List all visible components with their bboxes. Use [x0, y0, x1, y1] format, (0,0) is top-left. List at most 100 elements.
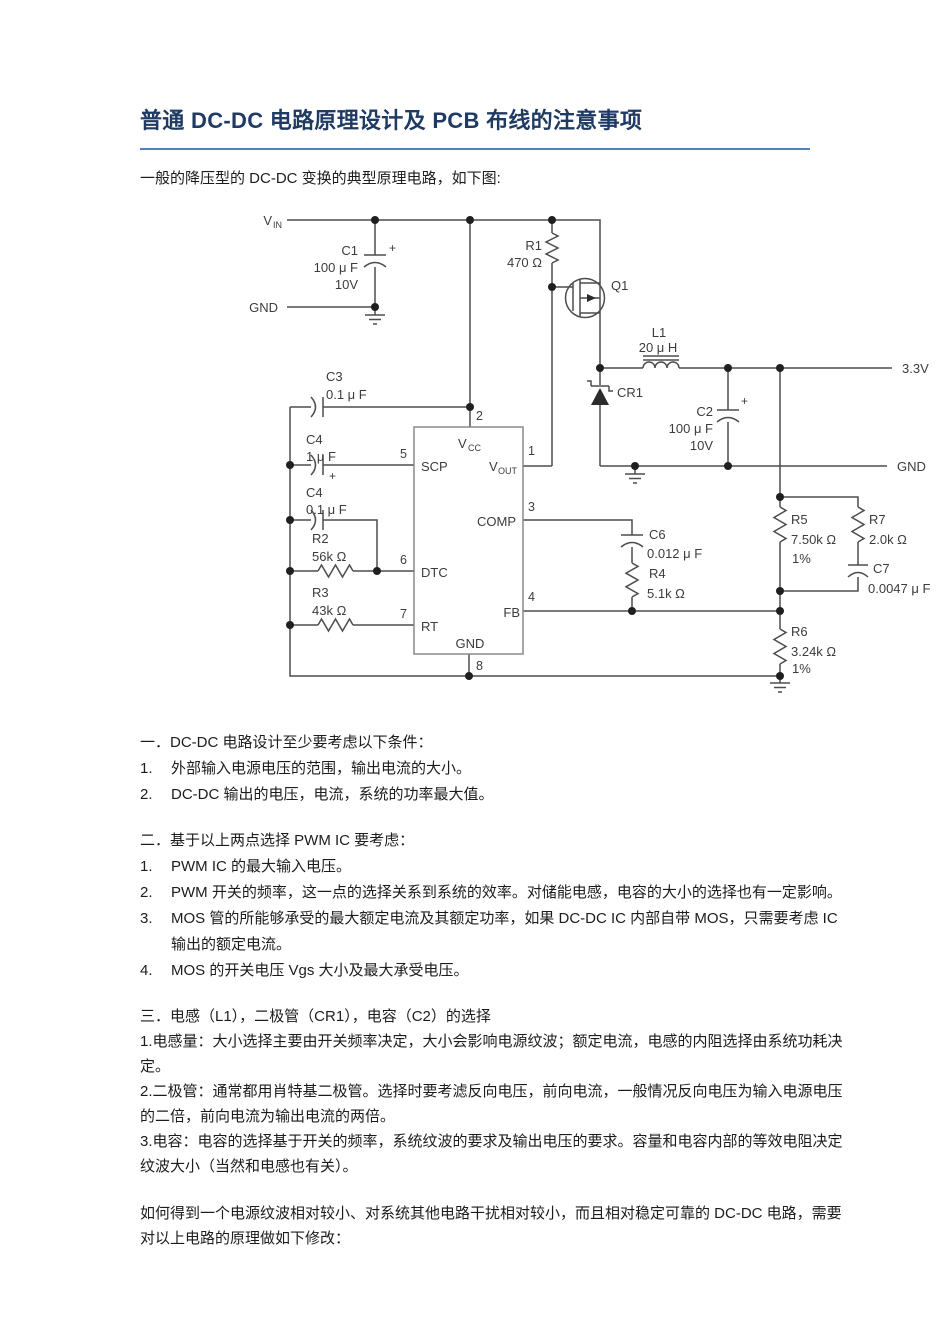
item-text: 外部输入电源电压的范围，输出电流的大小。	[171, 760, 472, 777]
wire-r1-gate	[523, 220, 573, 467]
r5-value: 7.50k Ω	[791, 532, 836, 547]
r6-tolerance: 1%	[792, 661, 811, 676]
intro-paragraph: 一般的降压型的 DC-DC 变换的典型原理电路，如下图:	[140, 170, 501, 187]
resistor-r1-symbol	[544, 232, 560, 264]
resistor-r2-symbol	[317, 563, 354, 579]
vin-label-sub: IN	[273, 220, 282, 230]
r4-name: R4	[649, 566, 666, 581]
mosfet-q1-symbol	[564, 277, 606, 319]
wire-r7c7-branch	[780, 496, 859, 592]
document-page: 普通 DC-DC 电路原理设计及 PCB 布线的注意事项 一般的降压型的 DC-…	[140, 0, 930, 1266]
diode-cr1-symbol	[587, 380, 613, 405]
pin-number-6: 6	[400, 553, 407, 567]
wire-vin-rail	[287, 219, 601, 368]
dcdc-schematic-figure: V IN GND 3.3V GND C1 100 μ F 10V + R1 47…	[0, 205, 950, 710]
section-1: 一．DC-DC 电路设计至少要考虑以下条件： 1. 外部输入电源电压的范围，输出…	[140, 730, 846, 808]
list-item: 4. MOS 的开关电压 Vgs 大小及最大承受电压。	[140, 958, 846, 984]
component-labels: C1 100 μ F 10V + R1 470 Ω Q1 L1 20 μ H C…	[306, 238, 930, 676]
r3-value: 43k Ω	[312, 603, 347, 618]
ic-pin-scp: SCP	[421, 459, 448, 474]
c4a-value: 1 μ F	[306, 449, 336, 464]
c2-voltage: 10V	[690, 438, 713, 453]
ic-pin-labels: V CC SCP DTC RT V OUT COMP FB GND	[421, 436, 520, 651]
c4b-value: 0.1 μ F	[306, 502, 347, 517]
item-number: 2.	[140, 786, 153, 803]
c1-value: 100 μ F	[314, 260, 358, 275]
item-number: 2.	[140, 884, 153, 901]
item-text: MOS 的开关电压 Vgs 大小及最大承受电压。	[171, 962, 469, 979]
closing-paragraph: 如何得到一个电源纹波相对较小、对系统其他电路干扰相对较小，而且相对稳定可靠的 D…	[140, 1205, 842, 1247]
c2-polarity: +	[741, 394, 748, 408]
section-3-heading: 三．电感（L1），二极管（CR1），电容（C2）的选择	[140, 1008, 491, 1025]
r6-name: R6	[791, 624, 808, 639]
pin-number-1: 1	[528, 444, 535, 458]
pin-number-4: 4	[528, 590, 535, 604]
r6-value: 3.24k Ω	[791, 644, 836, 659]
section-3-paragraph: 1.电感量：大小选择主要由开关频率决定，大小会影响电源纹波；额定电流，电感的内阻…	[140, 1033, 843, 1075]
r2-name: R2	[312, 531, 329, 546]
r7-name: R7	[869, 512, 886, 527]
l1-name: L1	[652, 325, 666, 340]
capacitor-c7-symbol	[847, 564, 869, 578]
ic-pin-fb: FB	[503, 605, 520, 620]
components	[310, 232, 869, 693]
item-number: 1.	[140, 760, 153, 777]
cr1-name: CR1	[617, 385, 643, 400]
item-text: PWM 开关的频率，这一点的选择关系到系统的效率。对储能电感，电容的大小的选择也…	[171, 884, 842, 901]
r5-tolerance: 1%	[792, 551, 811, 566]
section-2: 二．基于以上两点选择 PWM IC 要考虑： 1. PWM IC 的最大输入电压…	[140, 828, 846, 984]
wire-c1-branch	[287, 220, 376, 308]
schematic-svg: V IN GND 3.3V GND C1 100 μ F 10V + R1 47…	[249, 213, 930, 693]
capacitor-c1-symbol	[363, 254, 387, 268]
resistor-r3-symbol	[317, 617, 354, 633]
capacitor-c6-symbol	[620, 534, 644, 548]
gnd-out-label: GND	[897, 459, 926, 474]
pin-number-2: 2	[476, 409, 483, 423]
r1-value: 470 Ω	[507, 255, 542, 270]
r1-name: R1	[525, 238, 542, 253]
c6-value: 0.012 μ F	[647, 546, 702, 561]
c4b-name: C4	[306, 485, 323, 500]
item-number: 4.	[140, 962, 153, 979]
title-underline	[140, 148, 810, 150]
rail-33v-label: 3.3V	[902, 361, 929, 376]
capacitor-c4a-symbol	[310, 454, 324, 476]
section-1-heading: 一．DC-DC 电路设计至少要考虑以下条件：	[140, 734, 433, 751]
c7-value: 0.0047 μ F	[868, 581, 930, 596]
c3-value: 0.1 μ F	[326, 387, 367, 402]
item-text: DC-DC 输出的电压，电流，系统的功率最大值。	[171, 786, 494, 803]
r3-name: R3	[312, 585, 329, 600]
r7-value: 2.0k Ω	[869, 532, 907, 547]
ic-pin-vcc: V	[458, 436, 467, 451]
c2-name: C2	[696, 404, 713, 419]
resistor-r6-symbol	[772, 628, 788, 665]
capacitor-c2-symbol	[716, 409, 740, 423]
capacitor-c3-symbol	[310, 396, 324, 418]
c4a-polarity: +	[329, 469, 336, 483]
pin-number-7: 7	[400, 607, 407, 621]
pwm-ic-body	[413, 426, 524, 655]
inductor-l1-symbol	[642, 355, 680, 369]
item-text: PWM IC 的最大输入电压。	[171, 858, 351, 875]
ic-pin-dtc: DTC	[421, 565, 448, 580]
junction-dots	[286, 216, 784, 680]
ic-pin-gnd: GND	[456, 636, 485, 651]
pin-number-3: 3	[528, 500, 535, 514]
ic-pin-vout-sub: OUT	[498, 466, 518, 476]
c6-name: C6	[649, 527, 666, 542]
r2-value: 56k Ω	[312, 549, 347, 564]
item-number: 3.	[140, 910, 153, 927]
c4a-name: C4	[306, 432, 323, 447]
item-number: 1.	[140, 858, 153, 875]
list-item: 2. DC-DC 输出的电压，电流，系统的功率最大值。	[140, 782, 846, 808]
q1-name: Q1	[611, 278, 628, 293]
ic-pin-vcc-sub: CC	[468, 443, 481, 453]
pin-number-5: 5	[400, 447, 407, 461]
c7-name: C7	[873, 561, 890, 576]
c1-name: C1	[341, 243, 358, 258]
c3-name: C3	[326, 369, 343, 384]
resistor-r5-symbol	[772, 506, 788, 543]
capacitor-c4b-symbol	[310, 509, 324, 531]
vin-label: V	[263, 213, 272, 228]
gnd-in-label: GND	[249, 300, 278, 315]
